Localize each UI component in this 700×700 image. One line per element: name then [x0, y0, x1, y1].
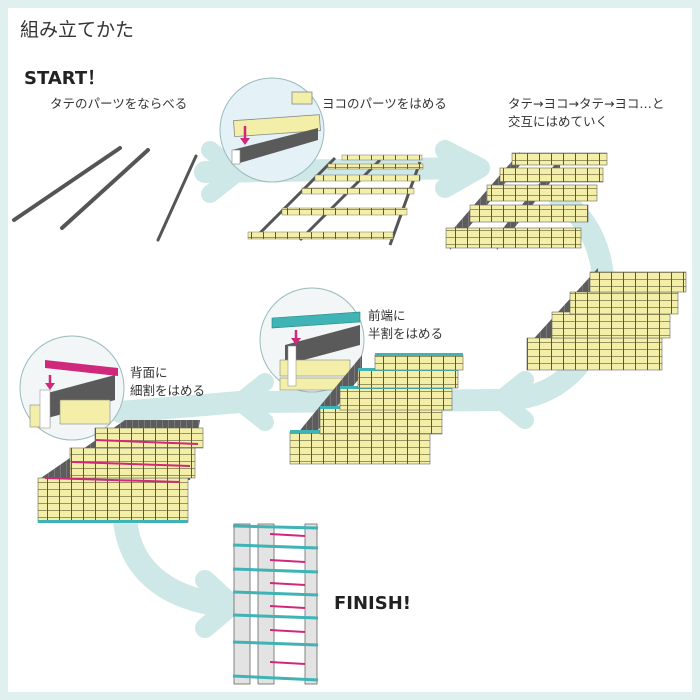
finish-label: FINISH! [334, 593, 411, 614]
step2-grid [247, 154, 424, 246]
step4-detail-circle [259, 287, 365, 393]
step4-caption-line1: 前端に [368, 308, 406, 323]
page-title: 組み立てかた [20, 19, 135, 41]
step3-deeper-frame [526, 268, 687, 371]
step2-detail-circle [219, 77, 325, 183]
step3-caption-line1: タテ→ヨコ→タテ→ヨコ…と [508, 96, 665, 111]
step4-frame-with-front-strips [289, 353, 464, 465]
step5-frame-with-back-strips [37, 420, 204, 523]
finished-shelf [232, 523, 319, 685]
step1-caption: タテのパーツをならべる [50, 96, 188, 111]
start-label: START！ [24, 68, 106, 89]
step4-caption-line2: 半割をはめる [368, 326, 444, 341]
step2-caption: ヨコのパーツをはめる [322, 96, 447, 111]
step5-caption-line2: 細割をはめる [130, 383, 206, 398]
step5-caption-line1: 背面に [130, 365, 168, 380]
step5-detail-circle [19, 335, 125, 441]
step1-vertical-rods [12, 146, 198, 242]
step3-partial-frame [445, 152, 608, 250]
step3-caption-line2: 交互にはめていく [508, 114, 609, 129]
